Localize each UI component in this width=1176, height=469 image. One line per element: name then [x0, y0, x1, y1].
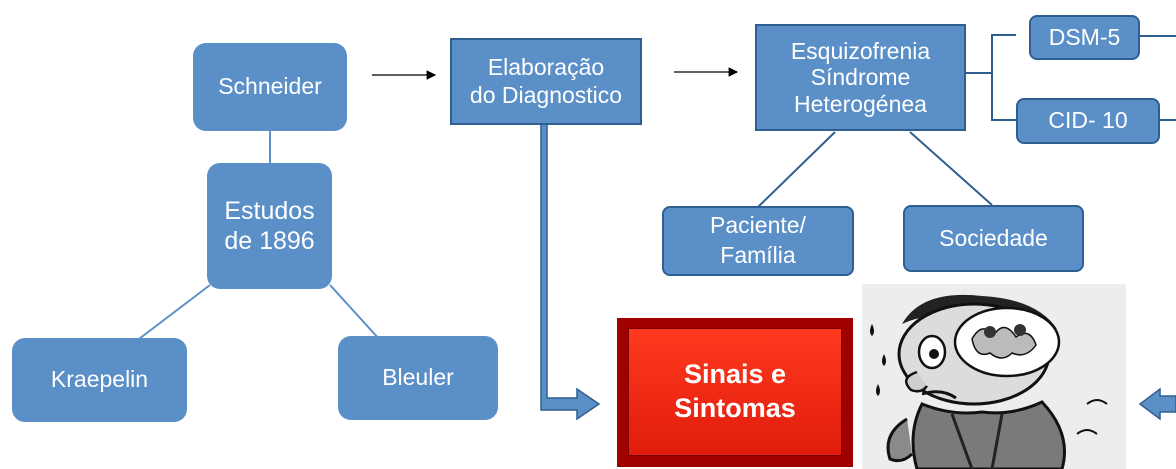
block-arrow-elaboracao-sinais — [540, 121, 601, 421]
cartoon-confused-man-icon — [862, 284, 1126, 469]
line-estudos-kraepelin — [134, 284, 211, 343]
node-kraepelin: Kraepelin — [12, 338, 187, 422]
node-elaboracao: Elaboração do Diagnostico — [450, 38, 642, 125]
node-estudos: Estudos de 1896 — [207, 163, 332, 289]
block-arrow-right-cartoon — [1138, 387, 1176, 421]
node-dsm5: DSM-5 — [1029, 15, 1140, 60]
sinais-sintomas-label: Sinais e Sintomas — [628, 328, 842, 456]
cartoon-confused-man-image — [862, 284, 1126, 469]
line-esquizofrenia-paciente — [757, 131, 836, 208]
bracket — [991, 34, 1016, 121]
node-cid10: CID- 10 — [1016, 98, 1160, 144]
node-sinais-sintomas: Sinais e Sintomas — [617, 318, 853, 467]
node-sociedade: Sociedade — [903, 205, 1084, 272]
line-estudos-bleuler — [329, 284, 381, 341]
line-esquizofrenia-sociedade — [909, 131, 993, 206]
node-esquizofrenia: Esquizofrenia Síndrome Heterogénea — [755, 24, 966, 131]
node-schneider: Schneider — [193, 43, 347, 131]
node-bleuler: Bleuler — [338, 336, 498, 420]
node-paciente: Paciente/ Família — [662, 206, 854, 276]
